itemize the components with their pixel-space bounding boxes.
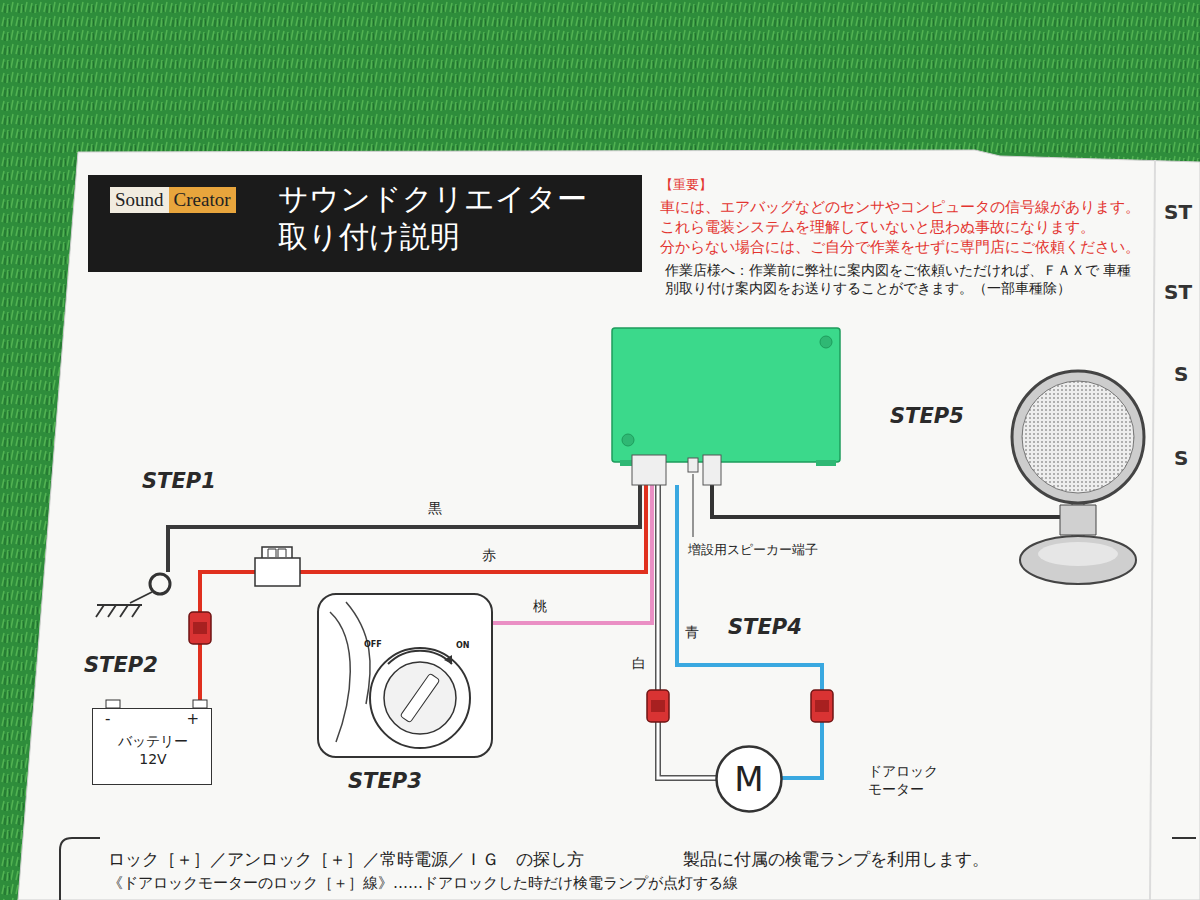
unit-screw: [622, 434, 634, 446]
speaker-base: [1020, 536, 1136, 584]
cut-off-text: S: [1174, 362, 1188, 387]
wire-color-label: 白: [632, 655, 646, 673]
wire-connector: [632, 455, 666, 485]
unit-foot: [816, 460, 836, 466]
paper-sheet: [18, 150, 1200, 900]
title: サウンドクリエイター 取り付け説明: [278, 180, 618, 255]
section-text: 製品に付属の検電ランプを利用します。: [683, 849, 989, 870]
ignition-panel: [318, 594, 492, 757]
battery-terminal: [106, 700, 120, 708]
wire-tap-clip-detail: [651, 700, 665, 712]
battery-box: - + バッテリー 12V: [92, 708, 212, 785]
cut-off-text: ST: [1164, 280, 1192, 305]
key-slot: [400, 673, 440, 722]
terminal-sign: +: [186, 710, 199, 729]
cut-off-text: ST: [1164, 200, 1192, 225]
speaker-bracket: [1060, 505, 1096, 535]
speaker-base-highlight: [1038, 542, 1118, 566]
step-label: STEP1: [142, 468, 216, 494]
wire-connector: [703, 455, 721, 485]
switch-position: OFF: [364, 640, 382, 650]
black-wire: [168, 485, 640, 572]
ignition-switch: [370, 648, 470, 748]
speaker-rim: [1012, 371, 1144, 503]
step-label: STEP5: [890, 403, 964, 429]
wire-tap-clip-detail: [815, 700, 829, 712]
section-bracket: [60, 838, 100, 900]
motor-circle-outline: [717, 747, 782, 812]
battery-terminal: [193, 700, 207, 708]
leader-line: [693, 474, 694, 537]
step-label: STEP2: [84, 652, 158, 678]
step-label: STEP3: [348, 768, 422, 794]
note-text: 作業店様へ：作業前に弊社に案内図をご依頼いただければ、ＦＡＸで 車種別取り付け案…: [665, 262, 1140, 297]
notice-text: これら電装システムを理解していないと思わぬ事故になります。: [660, 218, 1095, 236]
wire-tap-clip: [189, 612, 211, 644]
white-wire-outline: [658, 485, 716, 778]
motor-symbol: M: [734, 758, 763, 801]
step-label: STEP4: [728, 614, 802, 640]
ignition-cylinder: [384, 662, 456, 734]
wire-color-label: 青: [685, 624, 699, 642]
section-text: 《ドアロックモーターのロック［＋］線》……ドアロックした時だけ検電ランプが点灯す…: [108, 874, 738, 893]
pink-wire: [493, 485, 652, 623]
section-heading: ロック［＋］／アンロック［＋］／常時電源／ＩＧ の探し方: [108, 849, 584, 870]
part-name: 増設用スピーカー端子: [688, 542, 818, 558]
paper-fold: [1150, 160, 1155, 900]
wire-color-label: 桃: [533, 598, 547, 616]
notice-text: 車には、エアバッグなどのセンサやコンピュータの信号線があります。: [660, 198, 1140, 216]
speaker-terminal: [688, 458, 698, 472]
wire-tap-clip-detail: [193, 622, 207, 634]
terminal-sign: -: [105, 710, 110, 729]
white-wire: [658, 485, 716, 778]
fuse-tab: [262, 547, 292, 559]
blue-wire: [677, 485, 822, 778]
wire-tap-clip: [811, 690, 833, 722]
notice-text: 分からない場合には、ご自分で作業をせずに専門店にご依頼ください。: [660, 238, 1140, 256]
unit-screw: [820, 336, 832, 348]
cut-off-text: S: [1174, 446, 1188, 471]
header-band: [88, 175, 642, 272]
logo-text: Creator: [169, 187, 236, 213]
arrow-head: [444, 655, 452, 664]
fuse-symbol: [268, 549, 286, 557]
fuse-holder: [255, 558, 300, 586]
speaker-wire: [712, 485, 1064, 517]
node-text: バッテリー 12V: [105, 733, 201, 768]
logo-text: Sound: [110, 187, 169, 213]
dashboard-lines: [330, 602, 370, 742]
wire-color-label: 黒: [428, 500, 442, 518]
part-name: ドアロック モーター: [868, 763, 950, 798]
ring-terminal: [150, 574, 170, 594]
control-unit: [612, 328, 840, 462]
ground-symbol: [96, 592, 152, 617]
notice-heading: 【重要】: [660, 177, 712, 193]
wire-tap-clip: [647, 690, 669, 722]
section-rule: [1172, 837, 1196, 839]
motor-circle: M: [715, 745, 783, 813]
turn-arrow: [388, 651, 452, 664]
switch-position: ON: [456, 641, 470, 651]
wire-color-label: 赤: [482, 547, 496, 565]
speaker-grille: [1022, 381, 1134, 493]
